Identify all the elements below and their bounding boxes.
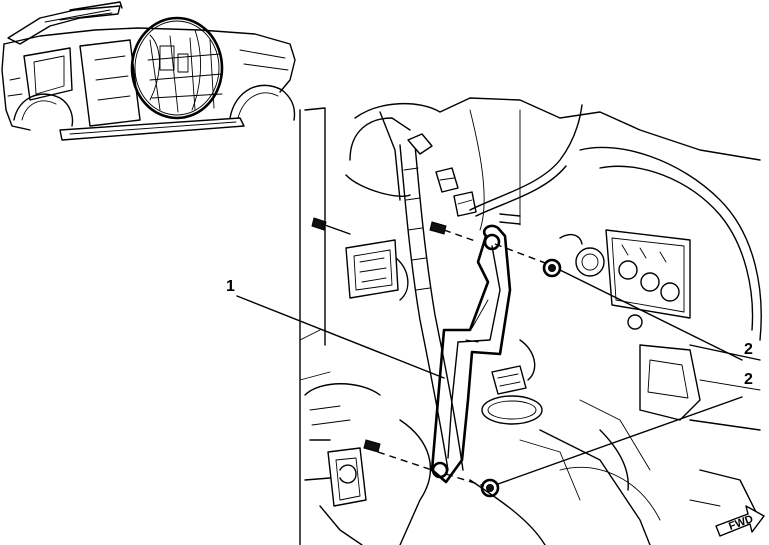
- vehicle-locator-view: [1, 1, 296, 141]
- lower-left-bolt: [363, 439, 381, 453]
- upper-nut: [542, 258, 562, 278]
- callout-2-upper-label: 2: [744, 341, 753, 358]
- callout-leaders: [236, 269, 743, 485]
- callout-1-label: 1: [226, 278, 235, 295]
- bracket-part: [430, 224, 512, 484]
- forward-arrow-icon: [715, 505, 765, 537]
- callout-2-lower-label: 2: [744, 371, 753, 388]
- upper-left-bolt: [311, 217, 351, 235]
- detail-view: [299, 97, 762, 545]
